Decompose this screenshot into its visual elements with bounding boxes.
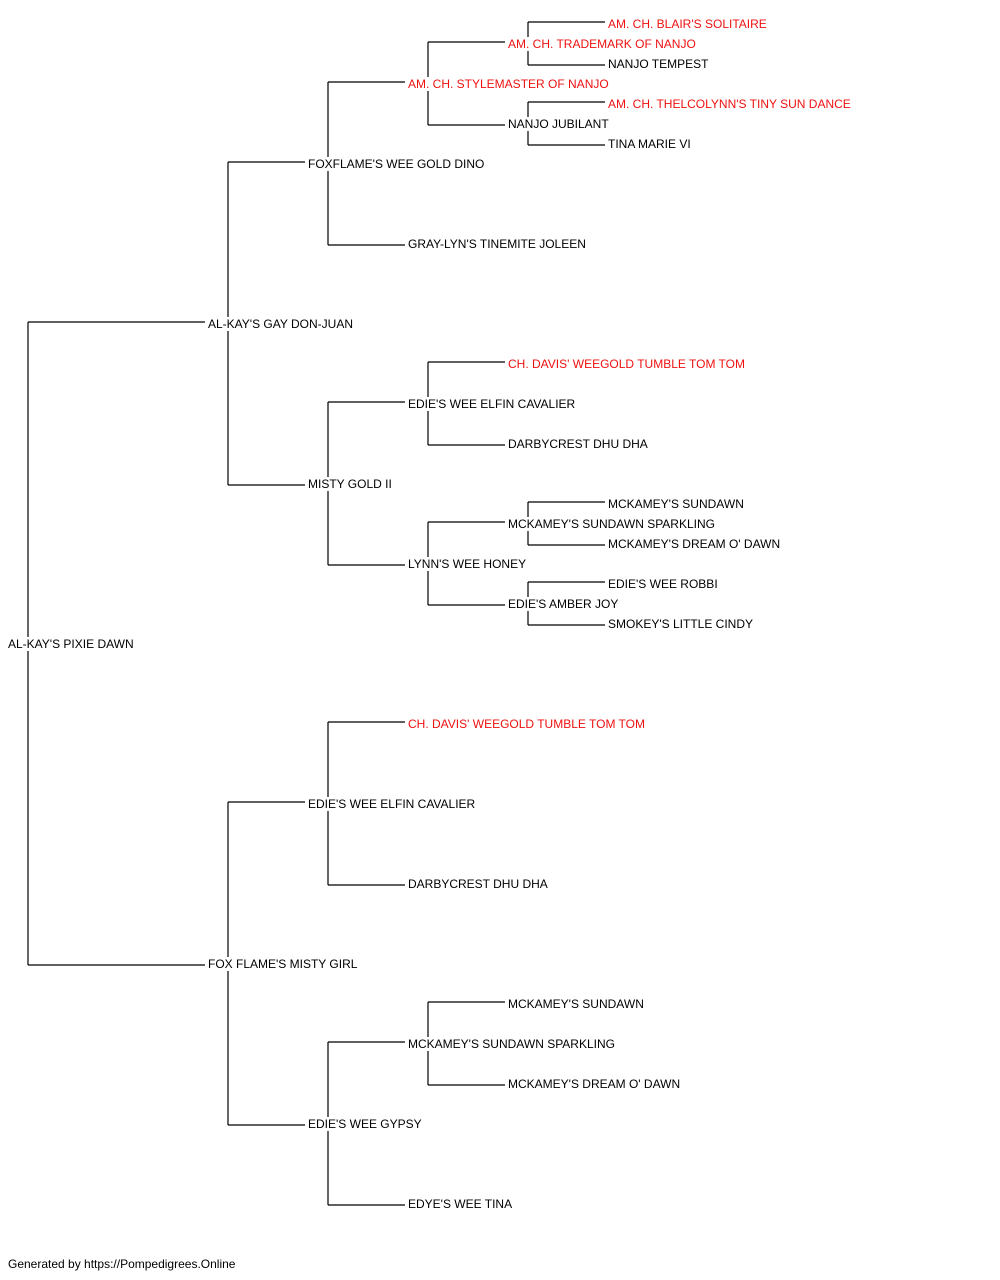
ancestor-sssdd: TINA MARIE VI [607, 137, 692, 151]
ancestor-ssd: GRAY-LYN'S TINEMITE JOLEEN [407, 237, 587, 251]
ancestor-ddd: EDYE'S WEE TINA [407, 1197, 514, 1211]
generator-credit: Generated by https://Pompedigrees.Online [8, 1257, 236, 1271]
ancestor-ddss: MCKAMEY'S SUNDAWN [507, 997, 645, 1011]
ancestor-sss: AM. CH. STYLEMASTER OF NANJO [407, 77, 610, 91]
ancestor-sds: EDIE'S WEE ELFIN CAVALIER [407, 397, 577, 411]
ancestor-dds: MCKAMEY'S SUNDAWN SPARKLING [407, 1037, 616, 1051]
ancestor-dsd: DARBYCREST DHU DHA [407, 877, 549, 891]
ancestor-sdsd: DARBYCREST DHU DHA [507, 437, 649, 451]
ancestor-sdd: LYNN'S WEE HONEY [407, 557, 528, 571]
ancestor-ssss: AM. CH. TRADEMARK OF NANJO [507, 37, 697, 51]
subject-dog: AL-KAY'S PIXIE DAWN [7, 637, 135, 651]
dam: FOX FLAME'S MISTY GIRL [207, 957, 359, 971]
ancestor-sssd: NANJO JUBILANT [507, 117, 610, 131]
ancestor-sdss: CH. DAVIS' WEEGOLD TUMBLE TOM TOM [507, 357, 746, 371]
paternal-granddam: MISTY GOLD II [307, 477, 393, 491]
ancestor-sddss: MCKAMEY'S SUNDAWN [607, 497, 745, 511]
ancestor-sdds: MCKAMEY'S SUNDAWN SPARKLING [507, 517, 716, 531]
maternal-granddam: EDIE'S WEE GYPSY [307, 1117, 423, 1131]
maternal-grandsire: EDIE'S WEE ELFIN CAVALIER [307, 797, 477, 811]
ancestor-sddd: EDIE'S AMBER JOY [507, 597, 620, 611]
ancestor-sdddd: SMOKEY'S LITTLE CINDY [607, 617, 754, 631]
ancestor-sddsd: MCKAMEY'S DREAM O' DAWN [607, 537, 782, 551]
ancestor-dss: CH. DAVIS' WEEGOLD TUMBLE TOM TOM [407, 717, 646, 731]
ancestor-ddsd: MCKAMEY'S DREAM O' DAWN [507, 1077, 682, 1091]
ancestor-sssss: AM. CH. BLAIR'S SOLITAIRE [607, 17, 768, 31]
paternal-grandsire: FOXFLAME'S WEE GOLD DINO [307, 157, 486, 171]
ancestor-sssds: AM. CH. THELCOLYNN'S TINY SUN DANCE [607, 97, 852, 111]
ancestor-ssssd: NANJO TEMPEST [607, 57, 710, 71]
sire: AL-KAY'S GAY DON-JUAN [207, 317, 354, 331]
ancestor-sddds: EDIE'S WEE ROBBI [607, 577, 719, 591]
